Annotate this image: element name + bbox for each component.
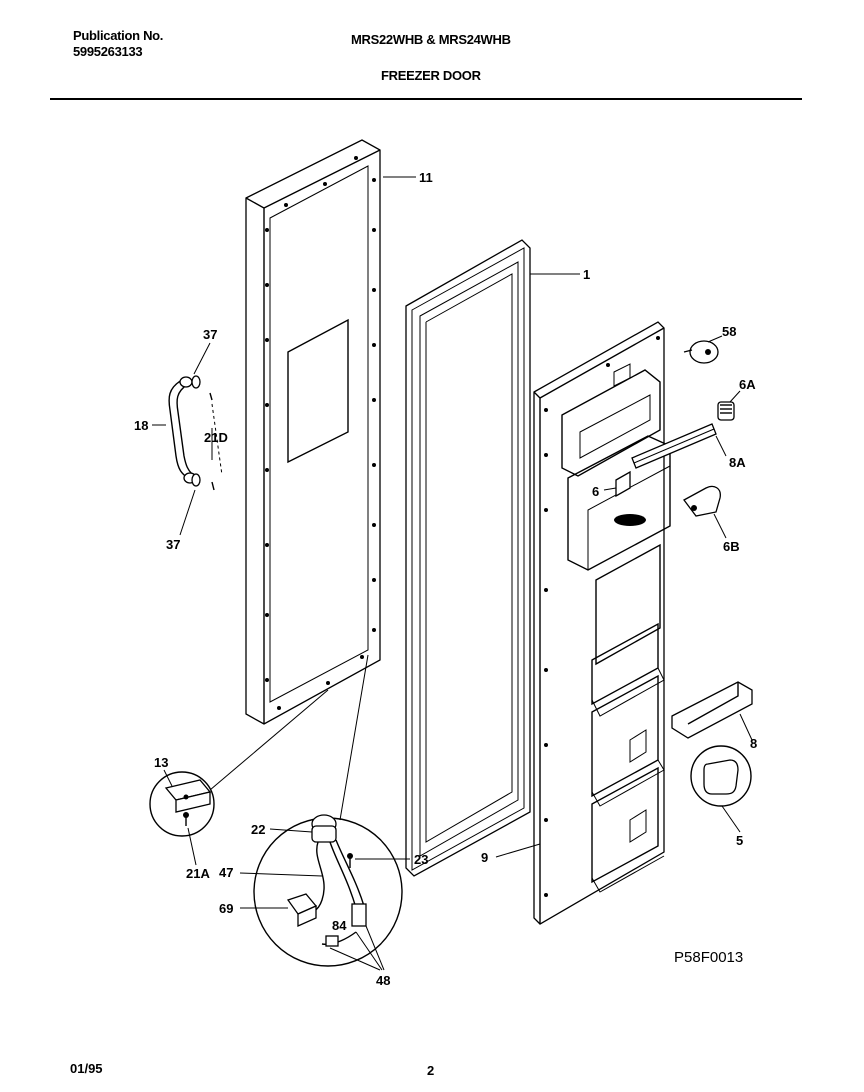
lever-6b — [683, 485, 721, 517]
callout-6: 6 — [592, 484, 599, 499]
screw-58 — [683, 340, 719, 364]
callout-13: 13 — [154, 755, 168, 770]
callout-9: 9 — [481, 850, 488, 865]
callout-18: 18 — [134, 418, 148, 433]
lever-6 — [615, 470, 631, 498]
door-handle — [168, 375, 223, 491]
callout-84: 84 — [332, 918, 347, 933]
leader-lines — [152, 176, 753, 971]
inner-door-liner — [533, 321, 671, 925]
footer-date: 01/95 — [70, 1061, 103, 1076]
callout-47: 47 — [219, 865, 233, 880]
callout-labels: 11 1 37 18 21D 37 58 6A 8A 6 6B 13 21A 2… — [134, 170, 757, 988]
callout-8a: 8A — [729, 455, 746, 470]
callout-22: 22 — [251, 822, 265, 837]
callout-21a: 21A — [186, 866, 210, 881]
header-rule — [50, 98, 802, 100]
diagram-code: P58F0013 — [674, 949, 743, 966]
bracket-detail — [149, 771, 215, 837]
callout-58: 58 — [722, 324, 736, 339]
callout-23: 23 — [414, 852, 428, 867]
callout-6b: 6B — [723, 539, 740, 554]
callout-5: 5 — [736, 833, 743, 848]
callout-37-top: 37 — [203, 327, 217, 342]
publication-label: Publication No. — [73, 28, 164, 43]
outer-door-panel — [245, 139, 381, 725]
section-title: FREEZER DOOR — [381, 68, 481, 83]
callout-37-bottom: 37 — [166, 537, 180, 552]
model-numbers: MRS22WHB & MRS24WHB — [351, 32, 511, 47]
part-5-circle — [690, 745, 752, 807]
clip-6a — [717, 401, 735, 421]
wiring-detail — [253, 814, 403, 967]
callout-6a: 6A — [739, 377, 756, 392]
rod-8a — [631, 423, 717, 469]
callout-69: 69 — [219, 901, 233, 916]
callout-21d: 21D — [204, 430, 228, 445]
callout-48: 48 — [376, 973, 390, 988]
door-gasket — [405, 239, 531, 877]
publication-number: 5995263133 — [73, 44, 143, 59]
callout-1: 1 — [583, 267, 590, 282]
callout-8: 8 — [750, 736, 757, 751]
trim-8 — [671, 681, 753, 739]
footer-page-number: 2 — [427, 1063, 435, 1078]
callout-11: 11 — [419, 170, 433, 185]
